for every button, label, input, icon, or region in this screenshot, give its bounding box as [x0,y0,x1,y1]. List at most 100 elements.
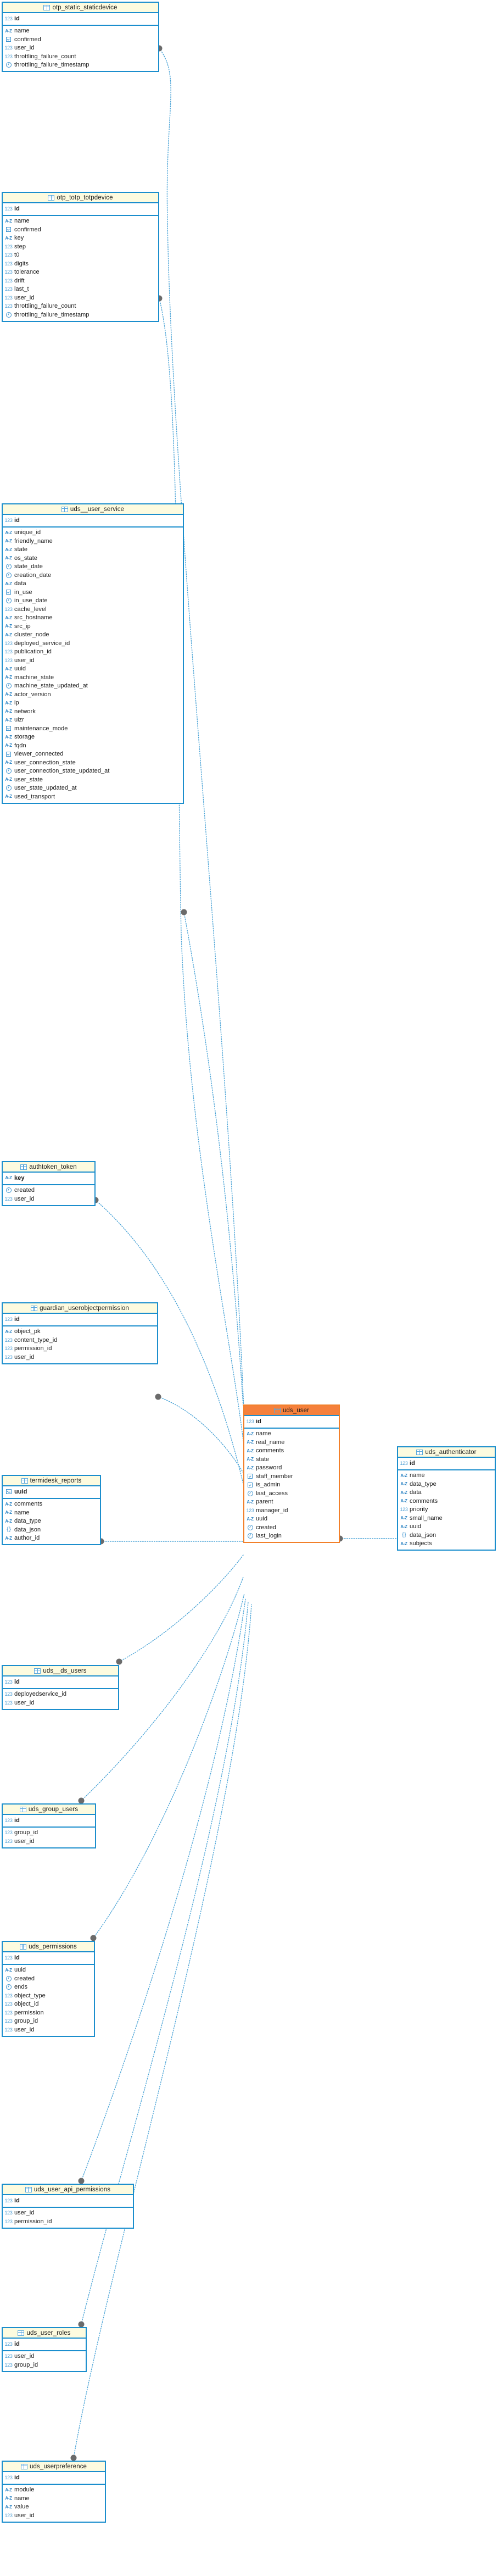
column-row[interactable]: staff_member [247,1472,339,1481]
column-row[interactable]: last_login [247,1532,339,1541]
table-header[interactable]: otp_static_staticdevice [3,3,158,13]
column-row[interactable]: user_connection_state_updated_at [5,767,183,776]
table-header[interactable]: uds_authenticator [398,1447,495,1458]
table-header[interactable]: uds_permissions [3,1942,94,1952]
column-row[interactable]: throttling_failure_timestamp [5,61,158,70]
column-row[interactable]: last_access [247,1489,339,1498]
column-row[interactable]: creation_date [5,571,183,580]
primary-key-row[interactable]: uuid [5,1487,100,1496]
column-row[interactable]: maintenance_mode [5,724,183,733]
column-row[interactable]: machine_state_updated_at [5,682,183,691]
column-row[interactable]: throttling_failure_timestamp [5,310,158,319]
column-row[interactable]: in_use [5,588,183,597]
table-header[interactable]: uds_user_api_permissions [3,2185,133,2195]
column-row[interactable]: confirmed [5,35,158,44]
column-row[interactable]: { }data_json [400,1531,495,1540]
column-row[interactable]: in_use_date [5,597,183,606]
column-row[interactable]: is_admin [247,1481,339,1490]
table-header[interactable]: authtoken_token [3,1162,94,1173]
table-header[interactable]: uds__ds_users [3,1666,118,1676]
table-header[interactable]: uds_user [244,1406,339,1416]
column-row[interactable]: created [5,1186,94,1195]
table-header[interactable]: uds_userpreference [3,2462,105,2472]
column-row[interactable]: ends [5,1983,94,1992]
column-row[interactable]: { }data_json [5,1525,100,1534]
table-header[interactable]: termidesk_reports [3,1476,100,1486]
column-row[interactable]: user_state_updated_at [5,784,183,793]
column-row[interactable]: created [247,1523,339,1532]
column-row[interactable]: viewer_connected [5,750,183,759]
table-header[interactable]: uds__user_service [3,504,183,515]
table-header[interactable]: uds_group_users [3,1805,95,1815]
